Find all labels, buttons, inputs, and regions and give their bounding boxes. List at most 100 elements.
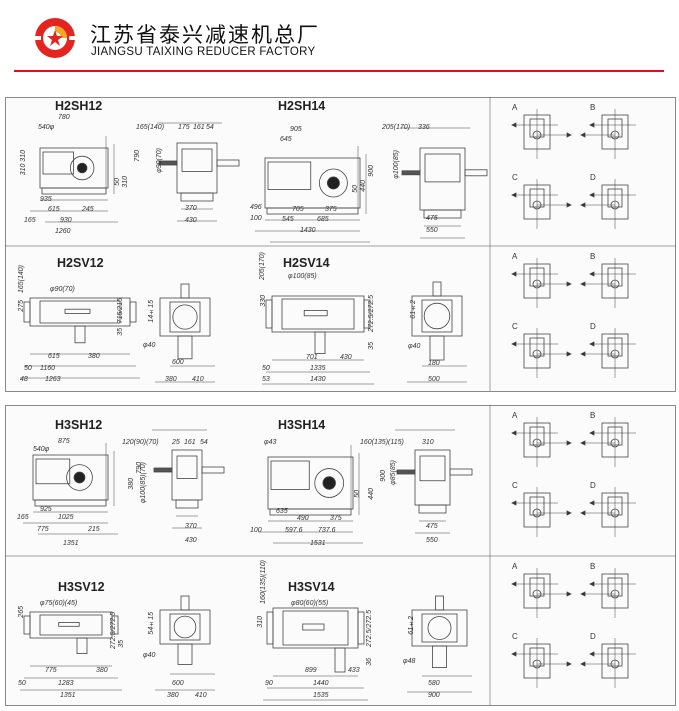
model-title-h3sv14: H3SV14 (288, 580, 335, 594)
dimension-label: 1335 (310, 365, 326, 372)
dimension-label: 430 (185, 537, 197, 544)
arrow-icon (566, 510, 572, 516)
dimension-label: 215 (88, 526, 100, 533)
arrow-icon (511, 192, 517, 198)
dimension-label: 550 (426, 227, 438, 234)
output-shaft (74, 325, 86, 344)
output-shaft (334, 647, 346, 673)
mounting-position-label: B (590, 562, 596, 571)
dimension-label: φ100(85) (393, 150, 400, 179)
dimension-label: 580 (428, 680, 440, 687)
end-cap (357, 611, 365, 645)
housing-detail (42, 151, 75, 175)
output-shaft (429, 335, 445, 361)
gearbox-side-view (171, 449, 203, 501)
dimension-label: 375 (325, 206, 337, 213)
gearbox-side-view (411, 609, 468, 647)
arrow-icon (589, 192, 595, 198)
housing-detail (302, 623, 325, 631)
dimension-label: 600 (172, 680, 184, 687)
dimension-label: 160(135)(115) (360, 439, 404, 446)
flange-circle (314, 468, 345, 498)
dimension-label: 737.6 (318, 527, 336, 534)
output-shaft-icon (326, 176, 340, 190)
dimension-label: 645 (280, 136, 292, 143)
output-shaft-icon (76, 162, 88, 174)
arrow-icon (511, 581, 517, 587)
housing-detail (282, 610, 349, 646)
model-title-h3sv12: H3SV12 (58, 580, 105, 594)
arrow-icon (580, 510, 586, 516)
dimension-label: 50 (24, 365, 32, 372)
dimension-label: 600 (172, 359, 184, 366)
dimension-label: 380 (88, 353, 100, 360)
dimension-label: 440 (360, 180, 367, 192)
output-shaft (177, 643, 193, 665)
dimension-label: 540φ (38, 124, 55, 131)
dimension-label: 50 (262, 365, 270, 372)
model-title-h2sh12: H2SH12 (55, 99, 103, 113)
dimension-label: 775 (37, 526, 49, 533)
dimension-label: 35 (368, 342, 375, 350)
dimension-label: φ43 (264, 439, 277, 446)
dimension-label: φ48 (403, 658, 416, 665)
dimension-label: 875 (58, 438, 70, 445)
dimension-label: 50 (114, 178, 121, 186)
dimension-label: 310 (422, 439, 434, 446)
dimension-label: 1351 (63, 540, 79, 547)
gearbox-foot (269, 508, 352, 516)
housing-detail (169, 613, 201, 641)
flange-circle (427, 616, 452, 640)
gearbox-foot (41, 187, 107, 195)
flange-circle (173, 615, 197, 639)
arrow-icon (589, 581, 595, 587)
factory-name-chinese: 江苏省泰兴减速机总厂 (90, 24, 320, 47)
arrow-icon (511, 651, 517, 657)
dimension-label: 790 (134, 150, 141, 162)
gearbox-side-view (176, 142, 218, 194)
flange-circle (69, 155, 95, 181)
dimension-label: 336 (418, 124, 430, 131)
dimension-label: 161 (193, 124, 205, 131)
dimension-label: 53 (262, 376, 270, 383)
mounting-position-label: D (590, 632, 596, 641)
mounting-position-label: D (590, 322, 596, 331)
arrow-icon (589, 500, 595, 506)
dimension-label: 550 (426, 537, 438, 544)
dimension-label: φ40 (143, 342, 156, 349)
dimension-label: 272.5/272.5 (368, 295, 375, 332)
dimension-label: 165 (17, 514, 29, 521)
output-shaft (76, 637, 88, 655)
dimension-label: 615 (48, 206, 60, 213)
arrow-icon (580, 591, 586, 597)
dimension-label: 35 (118, 640, 125, 648)
mounting-position-label: A (512, 252, 518, 261)
gearbox-side-view (419, 147, 466, 211)
dimension-label: 36 (366, 658, 373, 666)
dimension-label: 1531 (310, 540, 326, 547)
mounting-position-label: B (590, 411, 596, 420)
gearbox-front-view (271, 295, 365, 333)
dimension-label: 685 (317, 216, 329, 223)
arrow-icon (511, 500, 517, 506)
gearbox-front-view (29, 297, 131, 327)
housing-detail (39, 614, 103, 636)
input-shaft (396, 469, 416, 475)
dimension-label: 930 (60, 217, 72, 224)
mounting-position-label: A (512, 562, 518, 571)
dimension-label: 245 (82, 206, 94, 213)
arrow-icon (589, 122, 595, 128)
gearbox-foot (423, 209, 462, 219)
arrow-icon (589, 341, 595, 347)
arrow-icon (580, 351, 586, 357)
dimension-label: 370 (185, 205, 197, 212)
dimension-label: φ100(85)(70) (140, 462, 147, 504)
arrow-icon (589, 651, 595, 657)
dimension-label: φ80(60)(55) (291, 600, 329, 607)
dimension-label: 120(90)(70) (122, 439, 159, 446)
dimension-label: 440 (368, 488, 375, 500)
dimension-label: 50 (18, 680, 26, 687)
output-shaft (432, 645, 447, 669)
dimension-label: 496 (250, 204, 262, 211)
